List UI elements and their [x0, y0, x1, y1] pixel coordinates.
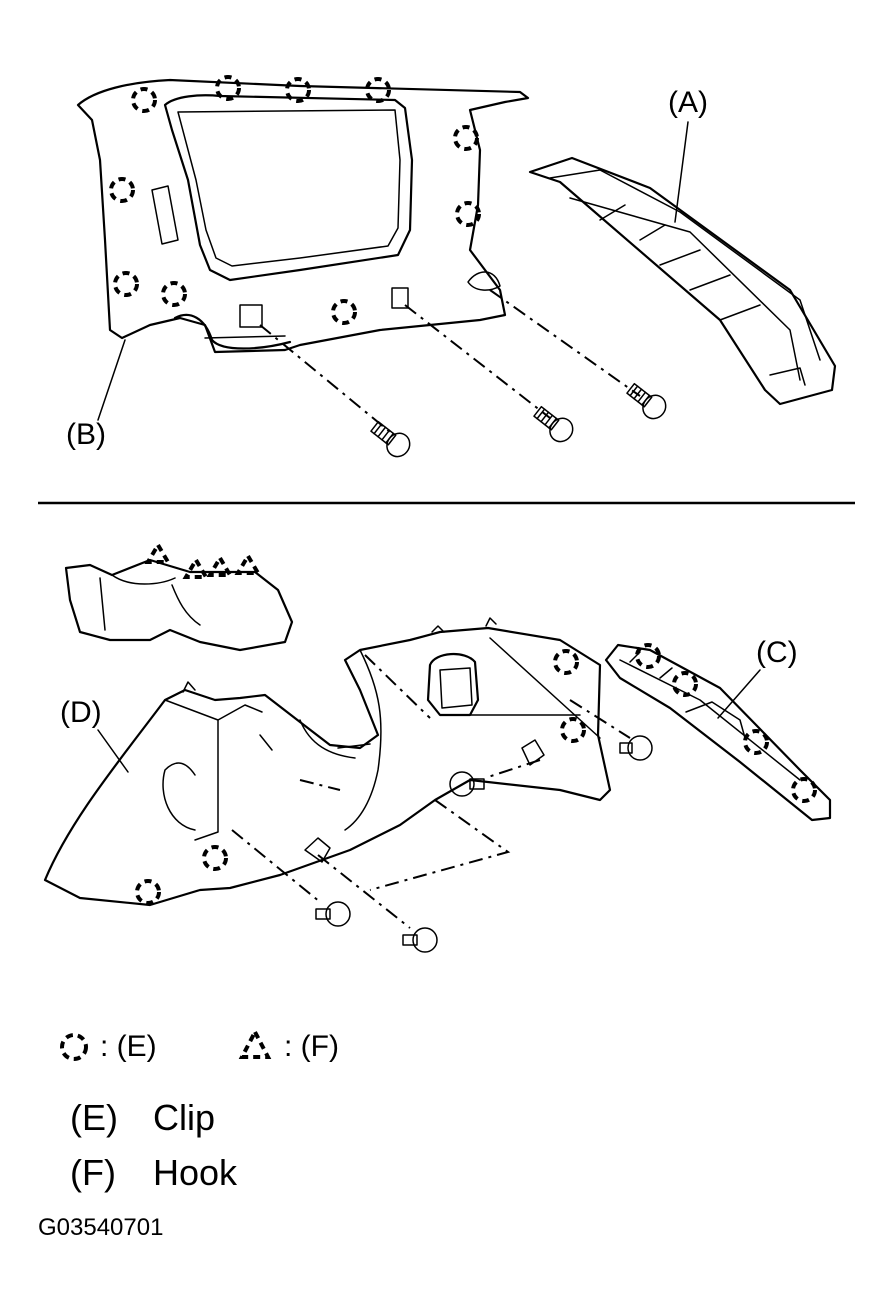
callout-c-label: (C)	[756, 636, 798, 669]
legend-e-key: (E)	[70, 1097, 118, 1138]
callout-d-leader	[97, 729, 129, 773]
legend-f-name: Hook	[153, 1152, 238, 1193]
callout-a-leader	[674, 121, 689, 223]
lower-cover-piece	[64, 558, 294, 652]
hidden-edge-outline	[299, 654, 511, 891]
lower-fastener-paths	[231, 699, 631, 929]
figure-code: G03540701	[38, 1214, 164, 1241]
push-pin-clip-icon	[315, 901, 351, 927]
side-sill-trim-c	[604, 643, 832, 822]
screw-icon	[626, 382, 667, 420]
callout-b-label: (B)	[66, 418, 106, 451]
push-pin-clip-icon	[449, 771, 485, 797]
upper-quarter-trim-panel	[76, 78, 530, 354]
screw-icon	[533, 405, 574, 443]
hook-symbol-icon	[238, 1027, 272, 1059]
callout-d-label: (D)	[60, 696, 102, 729]
lower-panel-clips	[135, 649, 586, 905]
callout-b-leader	[97, 339, 126, 421]
lower-quarter-trim-panel-d	[43, 617, 612, 907]
upper-panel-clips	[109, 75, 481, 325]
side-sill-clips	[635, 643, 817, 803]
callout-c-leader	[717, 669, 761, 719]
legend-e-name: Clip	[153, 1097, 216, 1138]
push-pin-clip-icon	[619, 735, 653, 761]
screw-icon	[370, 420, 411, 458]
rear-rail-trim-a	[528, 156, 837, 406]
lower-cover-hooks	[144, 541, 262, 579]
legend-clip-label: : (E)	[100, 1030, 157, 1063]
upper-fastener-paths	[259, 289, 641, 433]
push-pin-clip-icon	[402, 927, 438, 953]
callout-a-label: (A)	[668, 86, 708, 119]
clip-symbol-icon	[60, 1033, 88, 1061]
legend-f-key: (F)	[70, 1152, 116, 1193]
legend-hook-label: : (F)	[284, 1030, 339, 1063]
